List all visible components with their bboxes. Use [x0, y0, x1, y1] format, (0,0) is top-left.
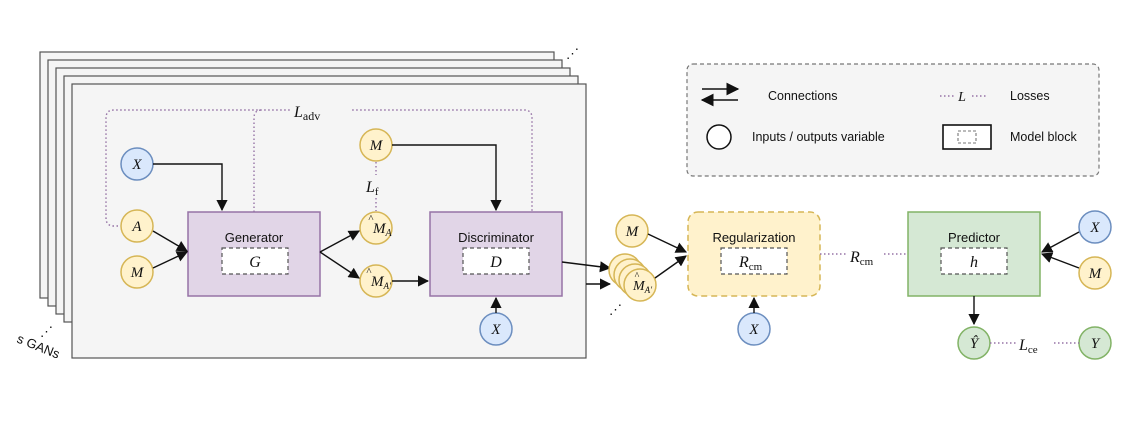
loss-ce-label: Lce — [1018, 337, 1038, 356]
svg-text:X: X — [1089, 220, 1100, 236]
legend-losses-label: Losses — [1010, 89, 1050, 103]
var-x-disc: X — [479, 312, 513, 346]
svg-text:^: ^ — [366, 266, 372, 278]
svg-text:M: M — [1088, 266, 1103, 282]
svg-text:M: M — [625, 224, 640, 240]
regularization-block: Regularization Rcm — [687, 211, 821, 297]
svg-text:M: M — [130, 265, 145, 281]
var-m-reg: M — [615, 214, 649, 248]
generator-label: Generator — [225, 230, 284, 245]
output-dots: ⋰ — [609, 302, 622, 317]
gan-arrows — [152, 144, 502, 313]
predictor-symbol: h — [970, 254, 978, 271]
svg-text:MA′: MA′ — [370, 274, 392, 291]
regularization-label: Regularization — [712, 230, 795, 245]
legend-connections-label: Connections — [768, 89, 838, 103]
svg-text:X: X — [490, 322, 501, 338]
legend-variables-label: Inputs / outputs variable — [752, 130, 885, 144]
legend: Connections L Losses Inputs / outputs va… — [686, 63, 1100, 177]
discriminator-block: Discriminator D — [429, 211, 563, 297]
legend-variable-icon — [706, 124, 732, 150]
regularization-symbol: Rcm — [738, 254, 763, 273]
var-x-pred: X — [1078, 210, 1112, 244]
stack-dots-bottom: ⋰ — [40, 324, 53, 339]
legend-loss-symbol: L — [957, 90, 966, 105]
var-m-hat-stack: MA′ ^ — [608, 253, 657, 302]
svg-text:MA′: MA′ — [632, 279, 653, 295]
stack-caption: s GANs — [15, 331, 63, 362]
var-m-pred: M — [1078, 256, 1112, 290]
legend-connections-icon — [700, 82, 740, 107]
var-m-gen: M — [120, 255, 154, 289]
discriminator-label: Discriminator — [458, 230, 535, 245]
stack-dots-top: ⋰ — [566, 46, 579, 61]
discriminator-symbol: D — [489, 254, 502, 271]
loss-cm-label: Rcm — [849, 249, 874, 268]
predictor-label: Predictor — [948, 230, 1001, 245]
svg-text:A: A — [131, 219, 142, 235]
pred-arrows — [968, 231, 1080, 326]
generator-symbol: G — [249, 254, 261, 271]
gan-output-arrows — [561, 261, 612, 290]
var-y: Y — [1078, 326, 1112, 360]
svg-text:M: M — [369, 138, 384, 154]
svg-text:Y: Y — [1091, 336, 1101, 352]
var-x-gen: X — [120, 147, 154, 181]
reg-arrows — [647, 233, 760, 313]
gan-stack — [39, 51, 587, 359]
loss-f-label: Lf — [365, 179, 379, 198]
svg-text:X: X — [131, 157, 142, 173]
svg-text:^: ^ — [368, 213, 374, 225]
svg-text:X: X — [748, 322, 759, 338]
svg-text:Ŷ: Ŷ — [970, 335, 980, 352]
svg-text:^: ^ — [635, 271, 640, 282]
var-x-reg: X — [737, 312, 771, 346]
legend-model-block-label: Model block — [1010, 130, 1077, 144]
var-m-disc: M — [359, 128, 393, 162]
var-m-hat-a-prime: MA′ ^ — [359, 264, 393, 298]
var-m-hat-a: MA ^ — [359, 211, 393, 245]
var-y-hat: Ŷ — [957, 326, 991, 360]
loss-adv-label: Ladv — [293, 104, 320, 123]
generator-block: Generator G — [187, 211, 321, 297]
svg-text:MA: MA — [372, 221, 393, 239]
var-a: A — [120, 209, 154, 243]
loss-adv-line-gen — [253, 109, 263, 212]
predictor-block: Predictor h — [907, 211, 1041, 297]
